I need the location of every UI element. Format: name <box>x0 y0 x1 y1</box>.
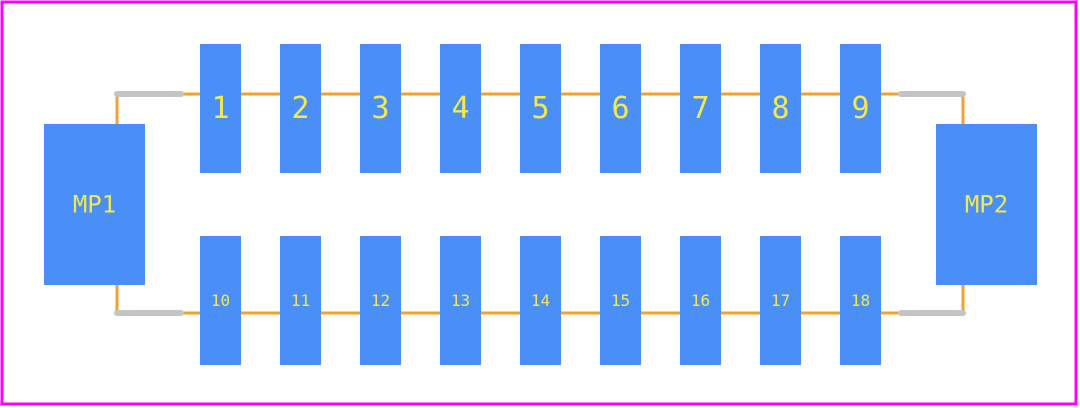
pad-1: 1 <box>200 44 241 173</box>
pad-9-shape <box>840 44 881 173</box>
pad-3: 3 <box>360 44 401 173</box>
pad-15-label: 15 <box>611 291 630 310</box>
pad-1-label: 1 <box>211 91 229 126</box>
pad-2-label: 2 <box>291 91 309 126</box>
pad-6-shape <box>600 44 641 173</box>
pad-14-label: 14 <box>531 291 550 310</box>
mount-pad-mp2-label: MP2 <box>965 191 1008 219</box>
pad-5: 5 <box>520 44 561 173</box>
pad-7-shape <box>680 44 721 173</box>
pad-13-label: 13 <box>451 291 470 310</box>
pad-10-shape <box>200 236 241 365</box>
pad-10-label: 10 <box>211 291 230 310</box>
pad-10: 10 <box>200 236 241 365</box>
pad-6: 6 <box>600 44 641 173</box>
pad-4: 4 <box>440 44 481 173</box>
pad-3-label: 3 <box>371 91 389 126</box>
pad-4-label: 4 <box>451 91 469 126</box>
pad-2: 2 <box>280 44 321 173</box>
mount-pad-mp1-shape <box>44 124 145 285</box>
pad-4-shape <box>440 44 481 173</box>
pad-13-shape <box>440 236 481 365</box>
pad-12-shape <box>360 236 401 365</box>
pad-3-shape <box>360 44 401 173</box>
pad-18: 18 <box>840 236 881 365</box>
pad-9-label: 9 <box>851 91 869 126</box>
pad-17-shape <box>760 236 801 365</box>
mount-pad-mp1-label: MP1 <box>73 191 116 219</box>
pad-18-label: 18 <box>851 291 870 310</box>
pad-12: 12 <box>360 236 401 365</box>
pad-11-label: 11 <box>291 291 310 310</box>
pad-17: 17 <box>760 236 801 365</box>
pad-12-label: 12 <box>371 291 390 310</box>
pad-7: 7 <box>680 44 721 173</box>
pad-13: 13 <box>440 236 481 365</box>
pad-1-shape <box>200 44 241 173</box>
mount-pad-mp1: MP1 <box>44 124 145 285</box>
pad-16-shape <box>680 236 721 365</box>
pad-5-shape <box>520 44 561 173</box>
mount-pad-mp2: MP2 <box>936 124 1037 285</box>
pad-18-shape <box>840 236 881 365</box>
pad-7-label: 7 <box>691 91 709 126</box>
pad-14-shape <box>520 236 561 365</box>
pad-11: 11 <box>280 236 321 365</box>
pad-14: 14 <box>520 236 561 365</box>
pad-16-label: 16 <box>691 291 710 310</box>
pad-11-shape <box>280 236 321 365</box>
pad-9: 9 <box>840 44 881 173</box>
pad-2-shape <box>280 44 321 173</box>
pad-8-shape <box>760 44 801 173</box>
pad-15-shape <box>600 236 641 365</box>
pad-17-label: 17 <box>771 291 790 310</box>
pad-6-label: 6 <box>611 91 629 126</box>
pad-5-label: 5 <box>531 91 549 126</box>
pad-15: 15 <box>600 236 641 365</box>
pad-8: 8 <box>760 44 801 173</box>
mount-pad-mp2-shape <box>936 124 1037 285</box>
pad-8-label: 8 <box>771 91 789 126</box>
pad-16: 16 <box>680 236 721 365</box>
silkscreen-lines <box>114 91 966 316</box>
